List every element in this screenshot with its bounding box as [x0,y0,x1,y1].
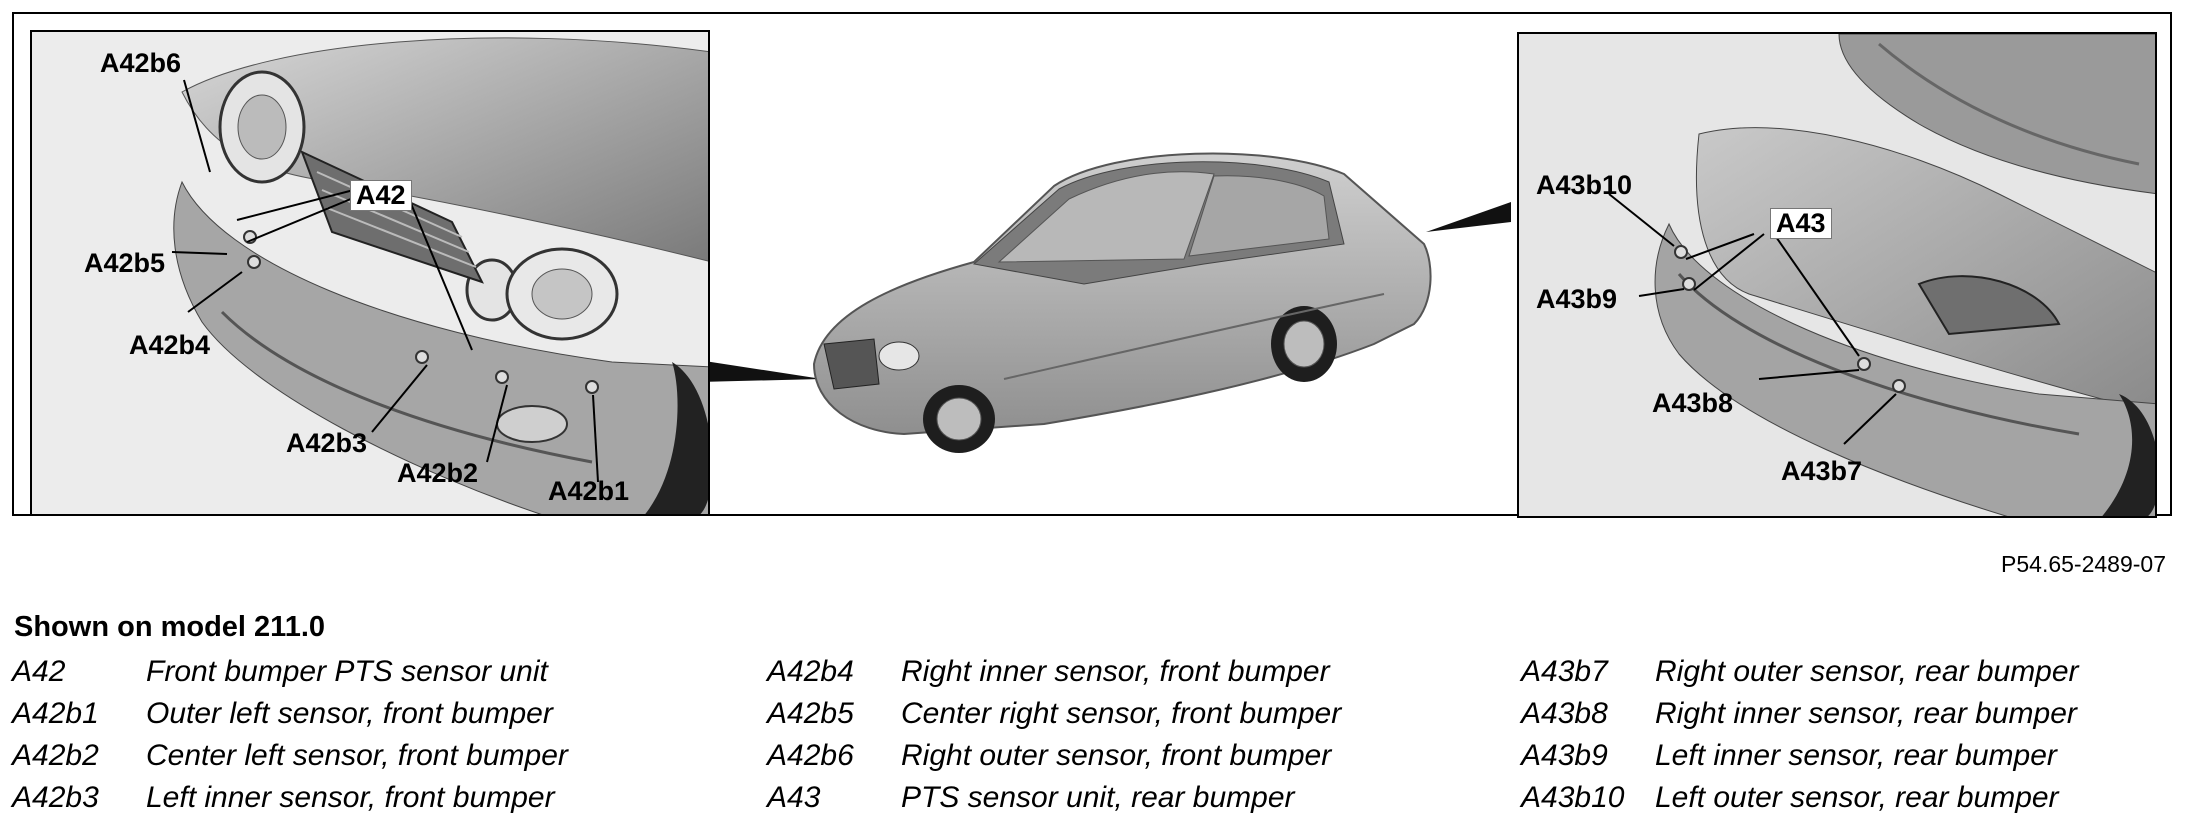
figure-reference: P54.65-2489-07 [2001,551,2166,577]
connector-lines [698,202,1511,382]
legend-row: A42b3 Left inner sensor, front bumper [12,777,568,819]
legend-row: A43b8 Right inner sensor, rear bumper [1521,693,2079,735]
callout-a42b6: A42b6 [100,48,182,78]
legend-code: A42b2 [12,739,99,772]
legend-row: A42 Front bumper PTS sensor unit [12,651,568,693]
legend-code: A43b8 [1521,697,1608,730]
legend-row: A43 PTS sensor unit, rear bumper [767,777,1341,819]
front-bumper-inset: A42b6 A42 A42b5 A42b4 A42b3 A42b2 A42b1 [30,30,710,516]
figure-frame: A42b6 A42 A42b5 A42b4 A42b3 A42b2 A42b1 [12,12,2172,518]
legend-description: Right inner sensor, front bumper [901,655,1330,688]
legend-column: A42b4 Right inner sensor, front bumper A… [767,651,1341,819]
legend-description: Left inner sensor, rear bumper [1655,739,2057,772]
callout-a42b2: A42b2 [397,458,479,488]
legend-code: A43b9 [1521,739,1608,772]
callout-a43b9: A43b9 [1536,284,1618,314]
rear-bumper-inset: A43b10 A43 A43b9 A43b8 A43b7 [1517,32,2157,518]
legend-row: A43b10 Left outer sensor, rear bumper [1521,777,2079,819]
callout-a43: A43 [1770,208,1832,239]
legend-description: Front bumper PTS sensor unit [146,655,548,688]
legend-row: A42b1 Outer left sensor, front bumper [12,693,568,735]
legend-description: Center right sensor, front bumper [901,697,1342,730]
legend-description: Outer left sensor, front bumper [146,697,553,730]
rear-car-illustration [1519,34,2155,516]
legend-code: A43 [767,781,821,814]
front-car-illustration [32,32,708,514]
model-caption-title: Shown on model 211.0 [14,611,326,643]
legend-code: A43b7 [1521,655,1608,688]
legend-code: A42b3 [12,781,99,814]
legend-code: A42b5 [767,697,854,730]
legend-code: A43b10 [1521,781,1625,814]
legend-description: Right outer sensor, front bumper [901,739,1332,772]
legend-row: A43b7 Right outer sensor, rear bumper [1521,651,2079,693]
callout-a42b5: A42b5 [84,248,166,278]
legend-column: A43b7 Right outer sensor, rear bumper A4… [1521,651,2079,819]
legend-code: A42b6 [767,739,854,772]
callout-a43b8: A43b8 [1652,388,1734,418]
legend-description: Left outer sensor, rear bumper [1655,781,2059,814]
callout-a43b10: A43b10 [1536,170,1633,200]
callout-a42b4: A42b4 [129,330,211,360]
legend-description: Right inner sensor, rear bumper [1655,697,2077,730]
legend-column: A42 Front bumper PTS sensor unit A42b1 O… [12,651,568,819]
legend-description: Right outer sensor, rear bumper [1655,655,2079,688]
legend-row: A42b4 Right inner sensor, front bumper [767,651,1341,693]
legend-code: A42b4 [767,655,854,688]
legend-description: PTS sensor unit, rear bumper [901,781,1295,814]
legend-row: A42b5 Center right sensor, front bumper [767,693,1341,735]
car-overview-illustration [812,152,1432,453]
callout-a42b1: A42b1 [548,476,630,506]
callout-a43b7: A43b7 [1781,456,1863,486]
callout-a42b3: A42b3 [286,428,368,458]
legend-description: Center left sensor, front bumper [146,739,568,772]
callout-a42: A42 [350,180,412,211]
legend-row: A42b2 Center left sensor, front bumper [12,735,568,777]
legend-description: Left inner sensor, front bumper [146,781,555,814]
legend-row: A43b9 Left inner sensor, rear bumper [1521,735,2079,777]
legend-code: A42 [12,655,66,688]
legend-row: A42b6 Right outer sensor, front bumper [767,735,1341,777]
legend-code: A42b1 [12,697,99,730]
